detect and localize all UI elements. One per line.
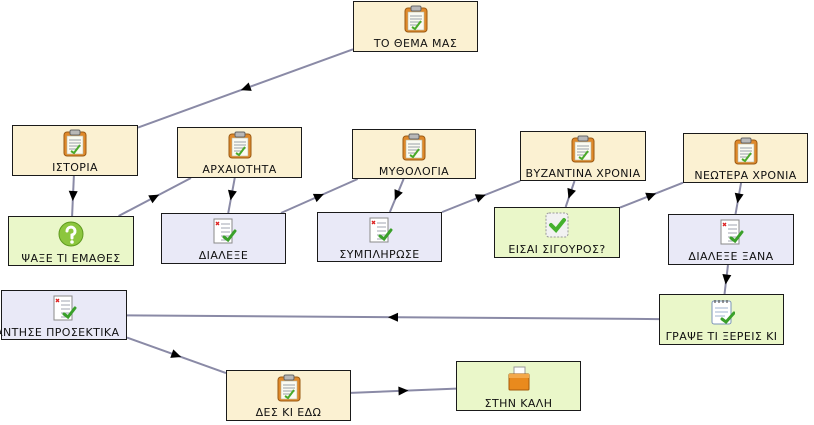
arrowhead	[567, 187, 576, 199]
arrowhead	[312, 193, 324, 203]
node-to-thema-mas[interactable]: ΤΟ ΘΕΜΑ ΜΑΣ	[353, 1, 478, 52]
node-des-ki-edo[interactable]: ΔΕΣ ΚΙ ΕΔΩ	[226, 370, 351, 421]
arrowhead	[645, 192, 657, 202]
clipboard-icon	[733, 137, 759, 165]
node-symplirose[interactable]: ΣΥΜΠΛΗΡΩΣΕ	[317, 212, 442, 262]
node-stin-kali[interactable]: ΣΤΗΝ ΚΑΛΗ	[456, 361, 581, 411]
notepad-check-icon	[709, 298, 735, 326]
node-label: ΔΙΑΛΕΞΕ ΞΑΝΑ	[688, 250, 774, 263]
clipboard-icon	[570, 135, 596, 163]
quiz-check-icon	[211, 217, 237, 245]
node-label: ΓΡΑΨΕ ΤΙ ΞΕΡΕΙΣ ΚΙ	[665, 330, 778, 343]
node-dialexe-xana[interactable]: ΔΙΑΛΕΞΕ ΞΑΝΑ	[668, 214, 794, 265]
clipboard-icon	[403, 5, 429, 33]
node-label: ΕΙΣΑΙ ΣΙΓΟΥΡΟΣ?	[508, 243, 606, 256]
node-neotera-chronia[interactable]: ΝΕΩΤΕΡΑ ΧΡΟΝΙΑ	[683, 133, 808, 183]
clipboard-icon	[227, 131, 253, 159]
question-icon	[58, 220, 84, 248]
arrowhead	[388, 312, 399, 322]
node-label: ΒΥΖΑΝΤΙΝΑ ΧΡΟΝΙΑ	[525, 167, 641, 180]
node-eisai-sigouros[interactable]: ΕΙΣΑΙ ΣΙΓΟΥΡΟΣ?	[494, 207, 620, 258]
node-vyzantina-chronia[interactable]: ΒΥΖΑΝΤΙΝΑ ΧΡΟΝΙΑ	[520, 131, 646, 181]
node-dialexe[interactable]: ΔΙΑΛΕΞΕ	[161, 213, 286, 264]
node-label: ΔΕΣ ΚΙ ΕΔΩ	[255, 406, 322, 419]
quiz-check-icon	[51, 294, 77, 322]
node-label: ΣΥΜΠΛΗΡΩΣΕ	[339, 248, 420, 261]
node-label: ΑΠΑΝΤΗΣΕ ΠΡΟΣΕΚΤΙΚΑ	[0, 326, 120, 339]
node-label: ΔΙΑΛΕΞΕ	[198, 249, 249, 262]
node-mythologia[interactable]: ΜΥΘΟΛΟΓΙΑ	[352, 129, 476, 179]
arrowhead	[474, 194, 486, 203]
dropbox-icon	[506, 365, 532, 393]
arrowhead	[734, 192, 744, 204]
node-label: ΙΣΤΟΡΙΑ	[52, 161, 98, 174]
arrowhead	[170, 349, 182, 358]
arrowhead	[227, 189, 237, 201]
node-label: ΨΑΞΕ ΤΙ ΕΜΑΘΕΣ	[21, 252, 121, 265]
quiz-check-icon	[718, 218, 744, 246]
node-apantise-prosektika[interactable]: ΑΠΑΝΤΗΣΕ ΠΡΟΣΕΚΤΙΚΑ	[0, 290, 127, 340]
node-label: ΣΤΗΝ ΚΑΛΗ	[484, 397, 553, 410]
node-istoria[interactable]: ΙΣΤΟΡΙΑ	[12, 125, 138, 176]
clipboard-icon	[276, 374, 302, 402]
node-archaiotita[interactable]: ΑΡΧΑΙΟΤΗΤΑ	[177, 127, 302, 178]
arrowhead	[68, 190, 78, 201]
checkmark-icon	[544, 211, 570, 239]
node-label: ΑΡΧΑΙΟΤΗΤΑ	[202, 163, 277, 176]
quiz-check-icon	[367, 216, 393, 244]
clipboard-icon	[401, 133, 427, 161]
node-grapse-ti-xereis-ki[interactable]: ΓΡΑΨΕ ΤΙ ΞΕΡΕΙΣ ΚΙ	[659, 294, 784, 345]
arrowhead	[148, 194, 160, 204]
arrowhead	[398, 386, 409, 396]
arrowhead	[240, 82, 252, 91]
clipboard-icon	[62, 129, 88, 157]
node-psaxe-ti-emathes[interactable]: ΨΑΞΕ ΤΙ ΕΜΑΘΕΣ	[8, 216, 134, 266]
arrowhead	[722, 274, 732, 285]
node-label: ΜΥΘΟΛΟΓΙΑ	[378, 165, 450, 178]
node-label: ΝΕΩΤΕΡΑ ΧΡΟΝΙΑ	[694, 169, 797, 182]
arrowhead	[394, 189, 403, 201]
node-label: ΤΟ ΘΕΜΑ ΜΑΣ	[373, 37, 458, 50]
